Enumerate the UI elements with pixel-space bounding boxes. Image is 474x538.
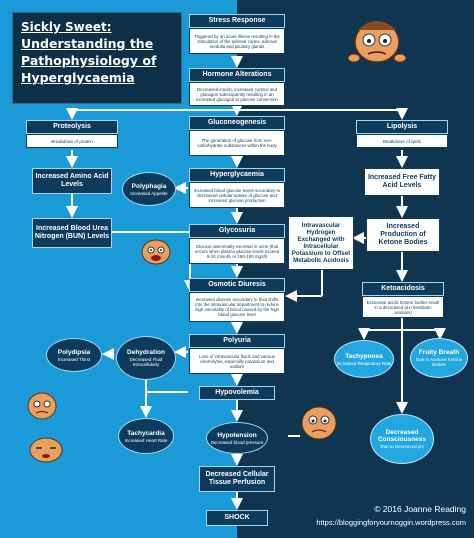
tachypnoea-label: Tachypnoea (345, 352, 383, 360)
proteolysis-desc: Breakdown of protein (26, 134, 118, 148)
osmotic-diuresis-desc: Increased diuresis secondary to fluid sh… (189, 292, 285, 322)
stress-response-desc: Triggered by an acute illness resulting … (189, 28, 285, 54)
osmotic-diuresis-header: Osmotic Diuresis (189, 278, 285, 292)
dehydration-node: Dehydration Decreased Fluid Intracellula… (116, 336, 176, 380)
tachycardia-label: Tachycardia (127, 429, 165, 437)
hypotension-sub: Decreased blood pressure (210, 439, 264, 445)
polydipsia-label: Polydipsia (57, 348, 91, 356)
tachypnoea-node: Tachypnoea Increased Respiratory Rate (334, 340, 394, 378)
fainting-mascot-illustration (29, 437, 63, 463)
ketoacidosis-desc: Excessive acidic ketone bodies result in… (362, 296, 444, 318)
title-line-2: Understanding the (21, 36, 154, 51)
amino-acid-box: Increased Amino Acid Levels (32, 168, 112, 194)
dehydration-label: Dehydration (127, 349, 165, 356)
thirsty-mascot-illustration (27, 392, 57, 420)
decreased-consciousness-node: Decreased Consciousness Due to Decreased… (370, 414, 434, 464)
blog-url-link[interactable]: https://bloggingforyournoggin.wordpress.… (316, 518, 466, 527)
gluconeogenesis-header: Gluconeogenesis (189, 116, 285, 130)
title-line-1: Sickly Sweet: (21, 20, 112, 34)
decreased-perfusion-box: Decreased Cellular Tissue Perfusion (199, 466, 275, 492)
lipolysis-header: Lipolysis (356, 120, 448, 134)
eating-mascot-illustration (141, 239, 171, 265)
hypotension-node: Hypotension Decreased blood pressure (206, 422, 268, 454)
bun-box: Increased Blood Urea Nitrogen (BUN) Leve… (32, 218, 112, 248)
hormone-alterations-desc: Decreased insulin, increased cortisol an… (189, 82, 285, 106)
sick-mascot-illustration (301, 406, 337, 440)
tachypnoea-sub: Increased Respiratory Rate (336, 360, 392, 366)
hyperglycaemia-desc: Increased blood glucose levels secondary… (189, 182, 285, 208)
decreased-consciousness-label: Decreased Consciousness (377, 429, 427, 443)
dehydration-sub: Decreased Fluid Intracellularly (129, 357, 163, 367)
glycosuria-desc: Glucose abnormally excreted in urine (th… (189, 238, 285, 264)
hypovolemia-box: Hypovolemia (199, 386, 275, 400)
free-fatty-acid-box: Increased Free Fatty Acid Levels (364, 168, 440, 196)
fruity-breath-sub: Due to Acetone Ketone Bodies (415, 357, 463, 367)
polyphagia-sub: Increased Appetite (130, 190, 168, 196)
hyperglycaemia-header: Hyperglycaemia (189, 168, 285, 182)
hypotension-label: Hypotension (217, 431, 257, 439)
copyright-text: © 2016 Joanne Reading (374, 504, 466, 514)
stress-response-header: Stress Response (189, 14, 285, 28)
polyuria-header: Polyuria (189, 334, 285, 348)
worried-mascot-illustration (347, 21, 407, 63)
polydipsia-node: Polydipsia Increased Thirst (46, 338, 102, 372)
decreased-consciousness-sub: Due to Decreased pH (380, 444, 424, 449)
title-line-3: Pathophysiology of (21, 53, 157, 68)
fruity-breath-node: Fruity Breath Due to Acetone Ketone Bodi… (410, 338, 468, 378)
fruity-breath-label: Fruity Breath (418, 349, 460, 356)
polyphagia-node: Polyphagia Increased Appetite (122, 172, 176, 206)
tachycardia-sub: Increased Heart Rate (124, 437, 168, 443)
ketoacidosis-header: Ketoacidosis (362, 282, 444, 296)
shock-box: SHOCK (206, 510, 268, 526)
ketone-bodies-box: Increased Production of Ketone Bodies (366, 218, 440, 252)
gluconeogenesis-desc: The generation of glucose from non-carbo… (189, 130, 285, 156)
lipolysis-desc: Breakdown of lipids (356, 134, 448, 148)
polyphagia-label: Polyphagia (131, 182, 167, 190)
hormone-alterations-header: Hormone Alterations (189, 68, 285, 82)
title-panel: Sickly Sweet: Understanding the Pathophy… (12, 12, 182, 104)
intravascular-box: Intravascular Hydrogen Exchanged with In… (288, 216, 354, 270)
polydipsia-sub: Increased Thirst (57, 356, 91, 362)
title-line-4: Hyperglycaemia (21, 70, 135, 85)
polyuria-desc: Loss of intravascular fluids and various… (189, 348, 285, 374)
proteolysis-header: Proteolysis (26, 120, 118, 134)
tachycardia-node: Tachycardia Increased Heart Rate (118, 418, 174, 454)
glycosuria-header: Glycosuria (189, 224, 285, 238)
